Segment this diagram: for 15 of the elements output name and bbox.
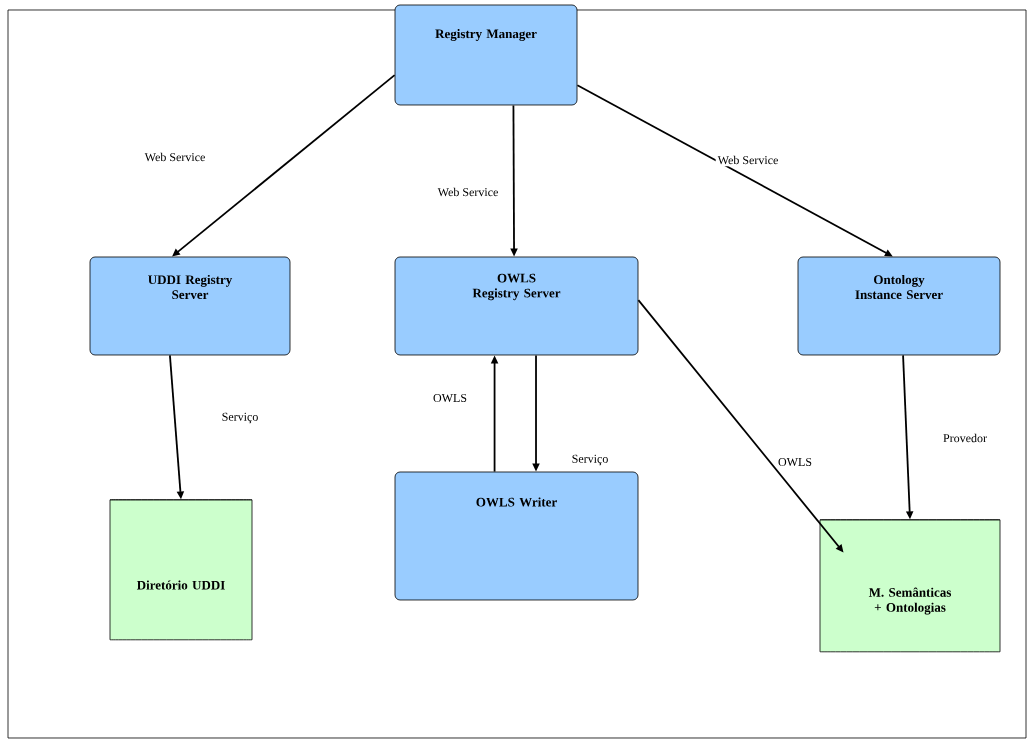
process-box bbox=[394, 4, 578, 106]
process-box bbox=[797, 256, 1001, 356]
process-box bbox=[89, 256, 291, 356]
process-box bbox=[394, 471, 639, 601]
arrow bbox=[172, 74, 396, 257]
node-label: UDDI Registry Server bbox=[148, 274, 233, 300]
node-label: Ontology Instance Server bbox=[855, 274, 943, 300]
node-label: OWLS Registry Server bbox=[472, 273, 561, 301]
node-label: M. Semânticas + Ontologias bbox=[868, 587, 952, 615]
node-label: Diretório UDDI bbox=[136, 580, 225, 590]
process-box bbox=[394, 256, 639, 356]
database-cylinder bbox=[819, 519, 1001, 653]
database-cylinder bbox=[109, 499, 253, 641]
node-label: OWLS Writer bbox=[476, 497, 557, 507]
node-label: Registry Manager bbox=[435, 29, 537, 41]
